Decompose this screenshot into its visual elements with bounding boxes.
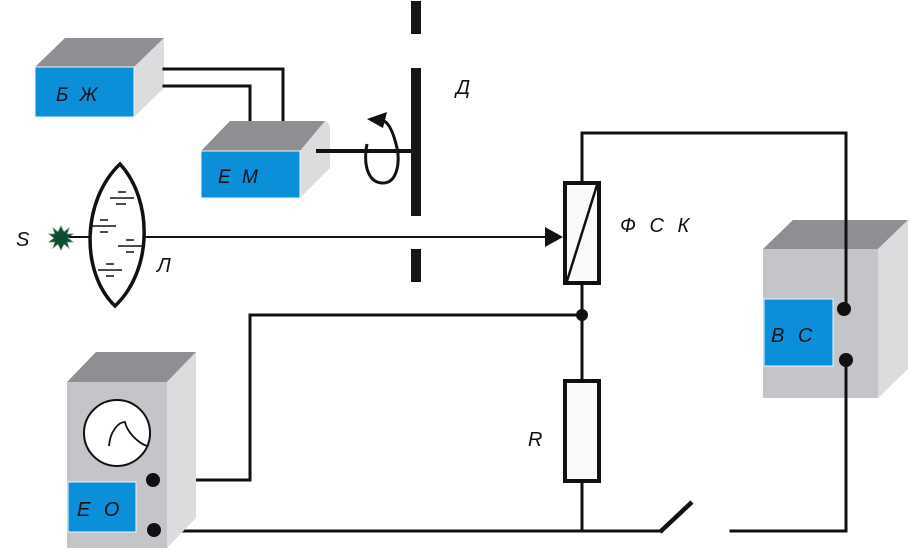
disk-top-dash: [411, 1, 421, 34]
oscilloscope-top-face: [67, 352, 196, 382]
oscilloscope-panel: [67, 481, 137, 533]
photoresistor: Ф С К: [563, 181, 693, 285]
power-supply-block: Б Ж: [34, 38, 164, 118]
oscilloscope-terminal-input[interactable]: [146, 473, 160, 487]
voltage-source-side-face: [878, 220, 908, 398]
source-label: S: [16, 229, 30, 251]
motor-side-face: [300, 121, 330, 198]
lens-label: Л: [155, 255, 171, 277]
power-supply-side-face: [134, 38, 164, 117]
motor-block: Е М: [200, 121, 330, 199]
power-supply-top-face: [35, 38, 164, 67]
lens-hatching: [92, 191, 142, 277]
voltage-source-block: В С: [763, 220, 908, 398]
lens-outline: [88, 161, 146, 309]
oscilloscope-terminal-ground[interactable]: [147, 523, 161, 537]
oscilloscope-waveform-icon: [108, 421, 148, 447]
motor-top-face: [201, 121, 325, 151]
oscilloscope-side-face: [167, 352, 196, 548]
disk-bottom-dash: [411, 249, 421, 282]
disk-body: [411, 68, 421, 216]
light-source-icon: [47, 225, 75, 251]
voltage-source-terminal-plus[interactable]: [837, 302, 851, 316]
wire-supply-to-motor-1: [162, 67, 285, 123]
power-supply-label: Б Ж: [56, 85, 100, 106]
resistor: R: [528, 379, 601, 483]
oscilloscope-screen: [83, 399, 151, 467]
rotation-arrow-icon: [364, 112, 400, 185]
photoresistor-label: Ф С К: [620, 215, 693, 237]
open-switch[interactable]: [658, 500, 694, 534]
motor-front-panel: [200, 150, 301, 199]
light-beam-arrowhead: [545, 227, 563, 247]
motor-label: Е М: [218, 167, 261, 188]
voltage-source-panel: [763, 298, 834, 367]
photoresistor-diagonal: [565, 184, 599, 282]
wire-supply-to-motor-2: [162, 84, 252, 123]
oscilloscope-label: Е О: [77, 499, 123, 521]
wire-junction-to-oscilloscope: [155, 313, 584, 482]
rotating-disk: Д: [411, 1, 470, 282]
lens: Л: [88, 161, 171, 309]
voltage-source-top-face: [763, 220, 908, 249]
oscilloscope-block: Е О: [67, 352, 196, 548]
power-supply-front-panel: [34, 66, 135, 118]
resistor-body: [563, 379, 601, 483]
disk-label: Д: [454, 77, 470, 99]
wire-voltage-source-to-switch: [729, 358, 848, 533]
voltage-source-label: В С: [771, 325, 816, 347]
resistor-label: R: [528, 429, 542, 451]
